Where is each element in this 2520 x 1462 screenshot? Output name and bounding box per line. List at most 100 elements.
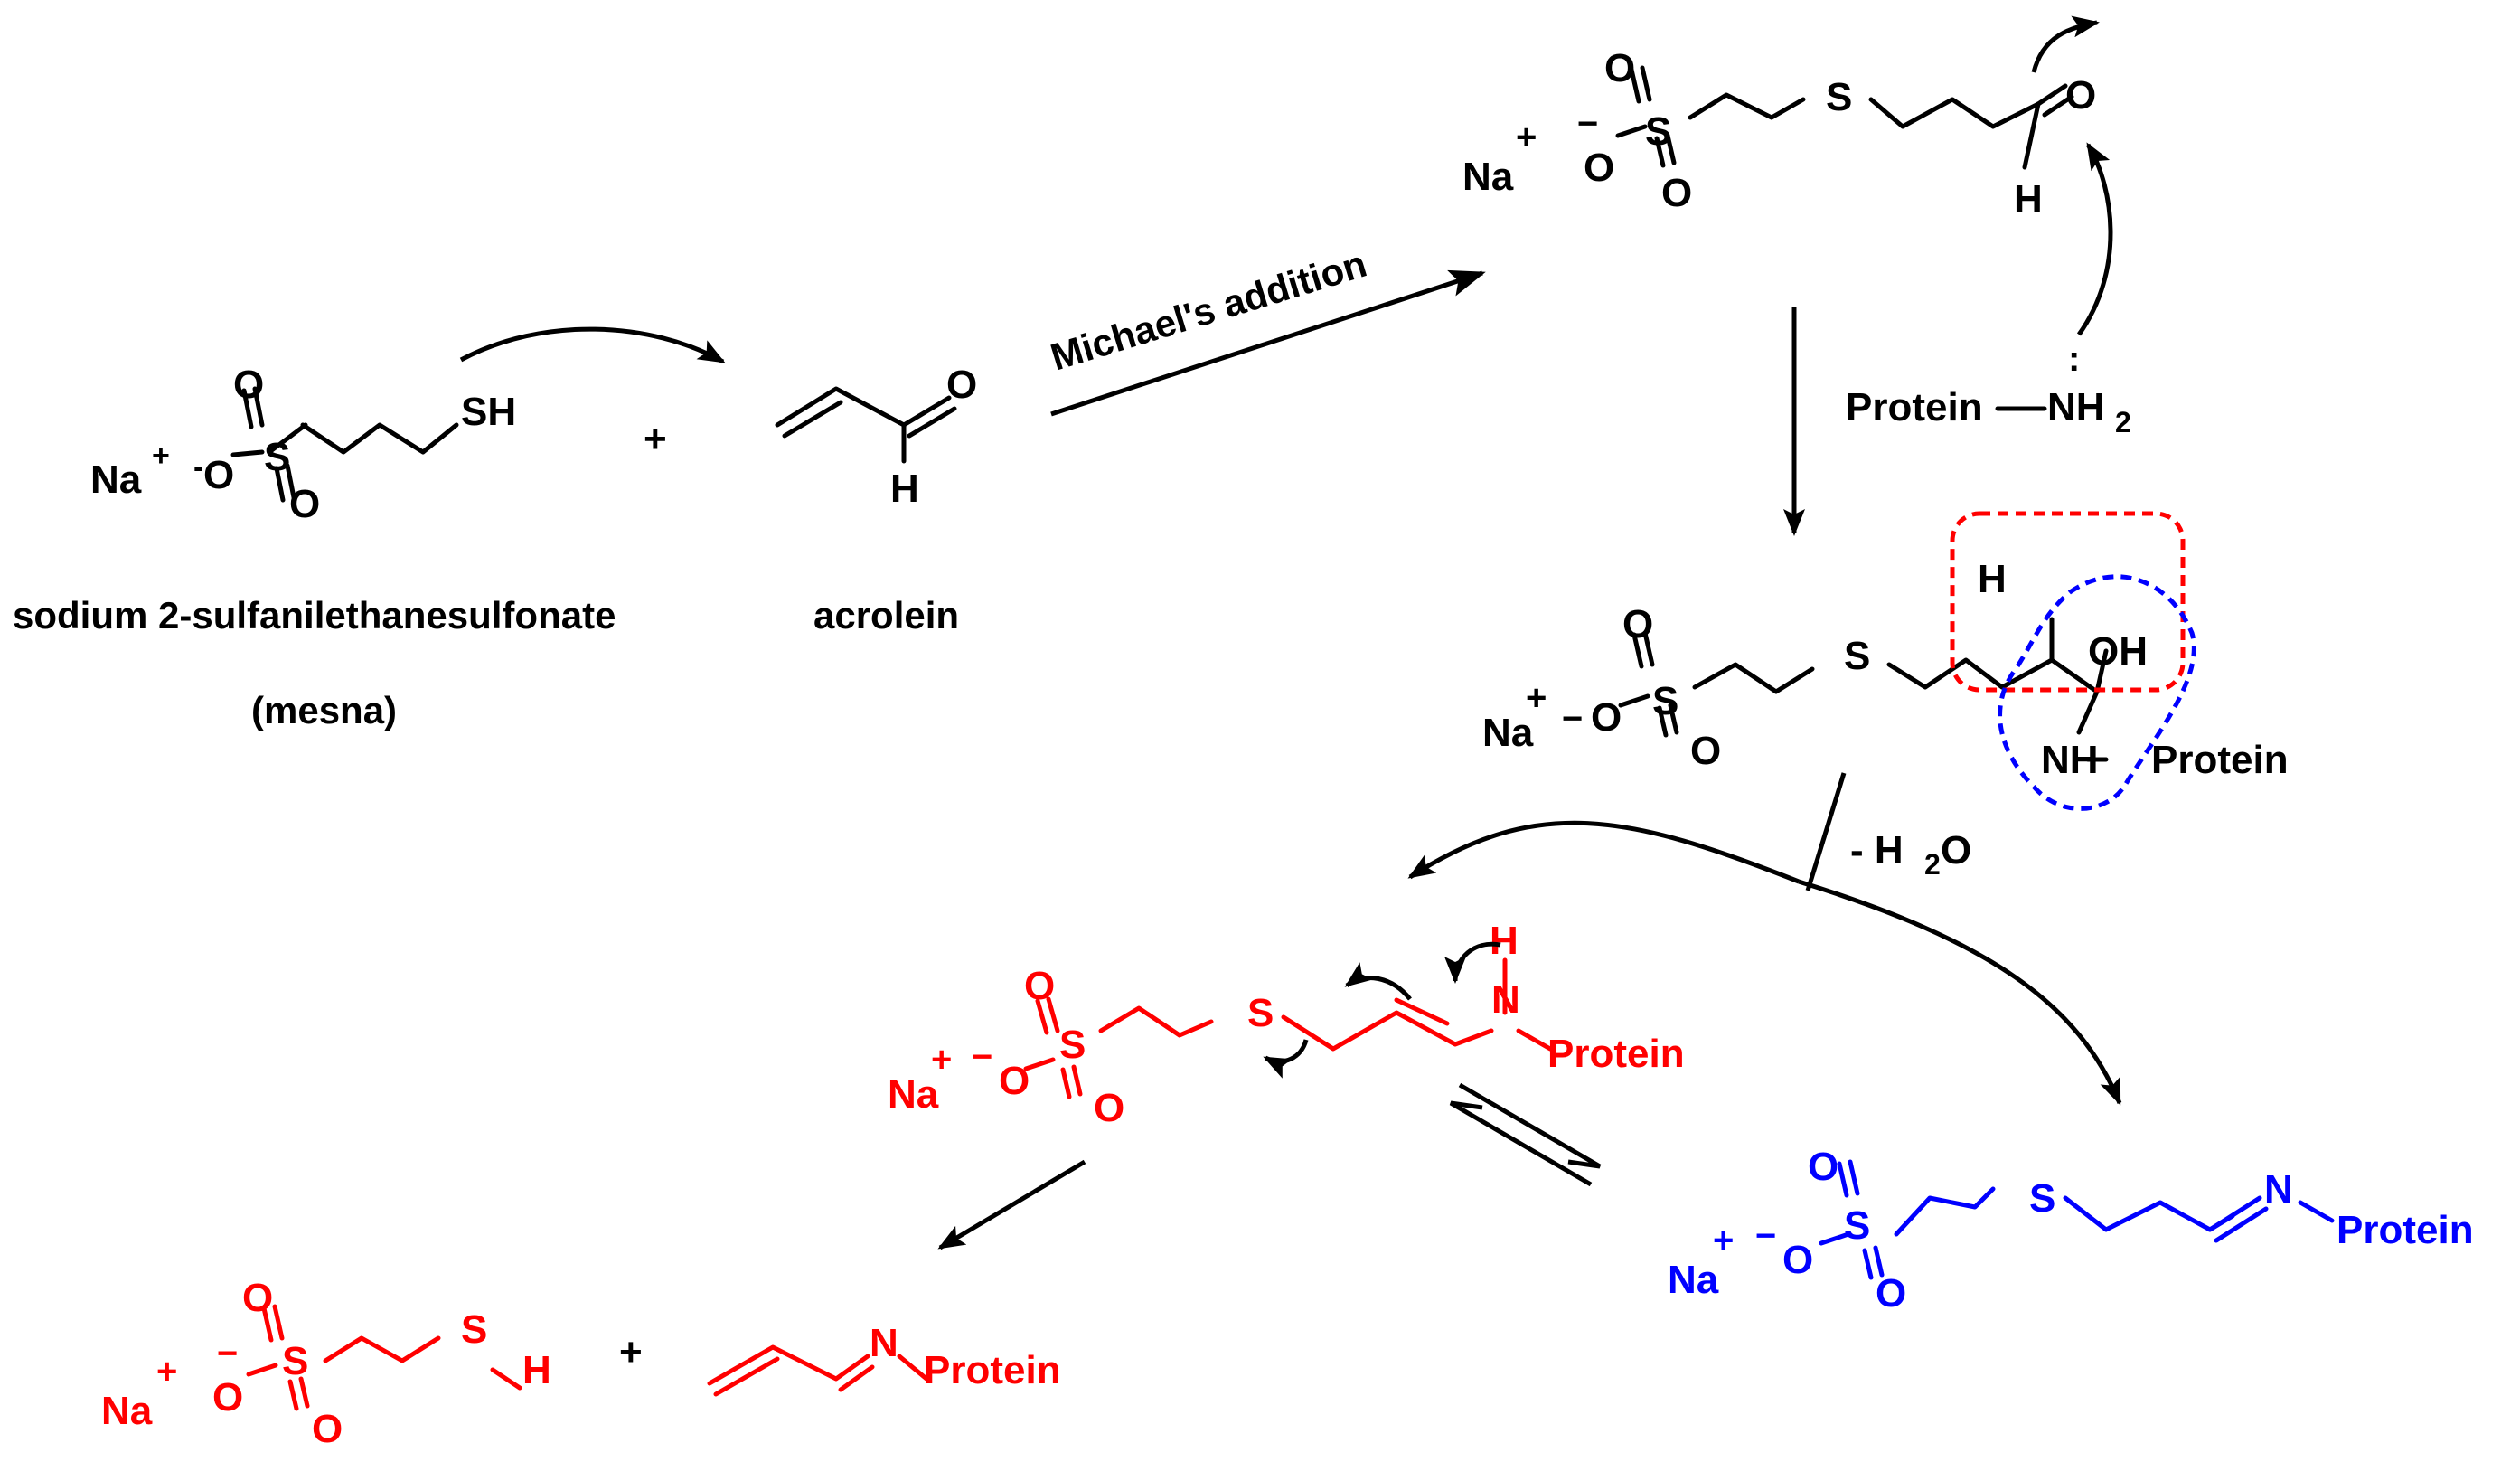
protein-nh2-nh: NH [2047, 385, 2105, 429]
product-o-minus: O [212, 1375, 243, 1420]
blue-highlight-outline [1998, 574, 2196, 811]
product-s-thiol: S [461, 1307, 487, 1352]
enamine-h: H [1490, 919, 1519, 963]
adduct1-o-top: O [1604, 46, 1635, 90]
enamine-push-arrow-2 [1344, 962, 1412, 1001]
enamine-o-top: O [1024, 964, 1055, 1008]
mesna-o-top: O [233, 363, 264, 407]
equilibrium-arrows [1449, 1082, 1602, 1187]
protein-nh2-protein: Protein [1846, 385, 1983, 429]
product-o-minus-sign: − [217, 1334, 238, 1373]
hemiaminal-na: Na [1482, 711, 1534, 755]
water-loss-o: O [1941, 828, 1971, 872]
acrolein-imine-protein: Protein [924, 1348, 1061, 1392]
thioether-aldehyde: Na + − O S O O S O H [1462, 46, 2096, 222]
enamine-o-bottom: O [1094, 1086, 1124, 1130]
hemiaminal-nh: NH [2041, 738, 2099, 782]
mesna-o-minus: O [203, 453, 234, 497]
michael-label: Michael's addition [1046, 242, 1371, 379]
imine-s-sulfonyl: S [1844, 1203, 1870, 1248]
adduct1-s-thioether: S [1826, 75, 1852, 119]
water-loss-tick [1805, 772, 1847, 891]
imine-structure: Na + − O S O O S N Protein [1668, 1145, 2474, 1316]
carbonyl-electron-arrow [2031, 15, 2100, 73]
mesna-o-bottom: O [289, 482, 320, 526]
hemiaminal-o-bottom: O [1690, 729, 1721, 773]
mesna-sh: SH [461, 390, 516, 434]
mesna-na: Na [90, 457, 142, 502]
mesna-o-charge: - [193, 450, 203, 485]
acrolein-name: acrolein [813, 594, 959, 637]
acrolein-h: H [890, 467, 919, 511]
decomposition-arrow [937, 1159, 1086, 1250]
adduct1-o-minus: O [1584, 146, 1614, 190]
hemiaminal-o-minus: O [1591, 695, 1622, 740]
acrolein-o: O [946, 363, 977, 407]
mesna-s: S [264, 435, 290, 479]
hemiaminal-s-thioether: S [1844, 634, 1870, 678]
enamine-s-thioether: S [1247, 991, 1274, 1035]
imine-o-minus-sign: − [1755, 1216, 1776, 1256]
product-o-bottom: O [312, 1407, 343, 1451]
imine-n: N [2264, 1167, 2293, 1212]
imine-protein: Protein [2337, 1208, 2474, 1252]
adduct1-s-sulfonyl: S [1645, 109, 1671, 154]
imine-arrow [1798, 879, 2122, 1106]
enamine-protein: Protein [1547, 1032, 1685, 1076]
michael-arrow [1050, 269, 1486, 417]
hemiaminal-protein: Protein [2151, 738, 2289, 782]
enamine-na: Na [888, 1072, 939, 1117]
product-o-top: O [242, 1276, 273, 1320]
adduct1-o-bottom: O [1661, 171, 1692, 215]
hemiaminal-o-top: O [1622, 602, 1653, 646]
plus-sign-top: + [644, 417, 667, 461]
water-loss-sub: 2 [1924, 848, 1941, 881]
amine-attack-arrow [2076, 142, 2113, 336]
imine-na-charge: + [1713, 1221, 1734, 1260]
hemiaminal-oh: OH [2088, 629, 2148, 674]
product-na-charge: + [156, 1352, 177, 1391]
imine-na: Na [1668, 1258, 1719, 1302]
red-highlight-box [1950, 511, 2186, 693]
mesna-structure: Na + - O S O O SH [90, 363, 516, 526]
adduct1-na: Na [1462, 155, 1514, 199]
enamine-n: N [1491, 977, 1520, 1022]
enamine-na-charge: + [931, 1040, 952, 1080]
enamine-push-arrow-3 [1263, 1039, 1309, 1079]
hemiaminal-s-sulfonyl: S [1652, 679, 1678, 723]
acrolein-imine: N Protein [707, 1321, 1061, 1397]
imine-s-thioether: S [2029, 1176, 2055, 1221]
mesna-abbrev: (mesna) [251, 689, 397, 731]
enamine-push-arrow-1 [1444, 941, 1501, 984]
enamine-s-sulfonyl: S [1059, 1023, 1086, 1067]
imine-o-minus: O [1782, 1238, 1813, 1282]
acrolein-structure: O H [775, 363, 977, 511]
attack-arrow-mesna [459, 326, 726, 364]
hemiaminal-o-minus-sign: − [1562, 699, 1583, 739]
hemiaminal-structure: Na + − O S O O S H OH NH Protein [1482, 557, 2289, 782]
plus-sign-bottom: + [619, 1330, 643, 1374]
hemiaminal-na-charge: + [1526, 678, 1547, 718]
enamine-structure: Na + − O S O O S H N Protein [888, 919, 1685, 1130]
product-s-sulfonyl: S [282, 1339, 308, 1383]
adduct1-o-minus-sign: − [1577, 104, 1598, 144]
enamine-arrow [1407, 820, 1800, 884]
product-h-thiol: H [522, 1348, 551, 1392]
imine-o-bottom: O [1876, 1271, 1906, 1316]
mesna-name: sodium 2-sulfanilethanesulfonate [13, 594, 616, 637]
product-na: Na [101, 1389, 153, 1433]
adduct1-na-charge: + [1516, 118, 1537, 157]
nh2-lone-pair: : [2068, 339, 2080, 379]
adduct1-h-aldehyde: H [2014, 177, 2043, 222]
mesna-na-charge: + [152, 439, 170, 473]
enamine-o-minus-sign: − [972, 1037, 992, 1077]
acrolein-imine-n: N [870, 1321, 898, 1365]
hemiaminal-h: H [1978, 557, 2007, 601]
enamine-o-minus: O [999, 1059, 1030, 1103]
regenerated-mesna: Na + − O S O O S H [101, 1276, 551, 1451]
water-loss-label: - H [1850, 828, 1904, 872]
adduct1-o-aldehyde: O [2065, 73, 2096, 118]
protein-nh2-sub: 2 [2115, 406, 2131, 439]
imine-o-top: O [1808, 1145, 1838, 1189]
